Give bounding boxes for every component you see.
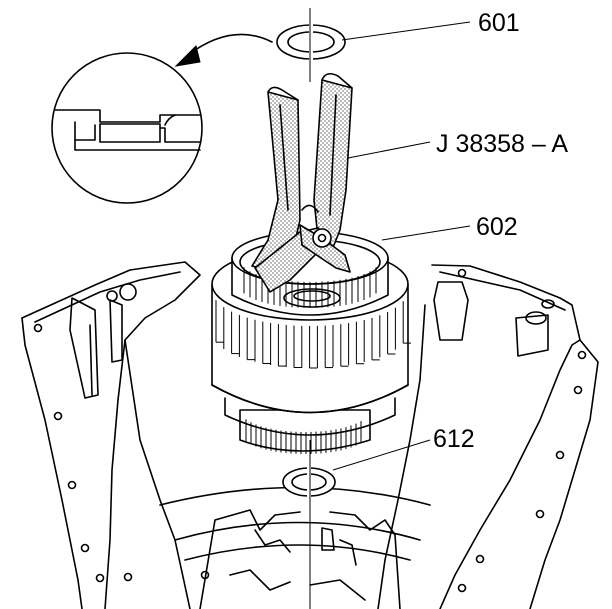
callout-602: 602 [476, 213, 518, 241]
snap-ring-pliers-tool [251, 72, 353, 293]
leader-601 [341, 21, 471, 41]
housing-drum [211, 231, 411, 454]
callout-612: 612 [433, 425, 475, 453]
leader-612 [332, 439, 431, 471]
detail-inset [51, 52, 203, 204]
arrow-icon [174, 33, 273, 67]
snap-ring-612 [282, 440, 336, 609]
transmission-case [21, 261, 599, 609]
callout-601: 601 [478, 9, 520, 37]
leader-tool [347, 141, 431, 159]
callout-tool: J 38358 – A [436, 130, 568, 158]
leader-602 [381, 225, 471, 241]
snap-ring-601 [276, 8, 346, 82]
